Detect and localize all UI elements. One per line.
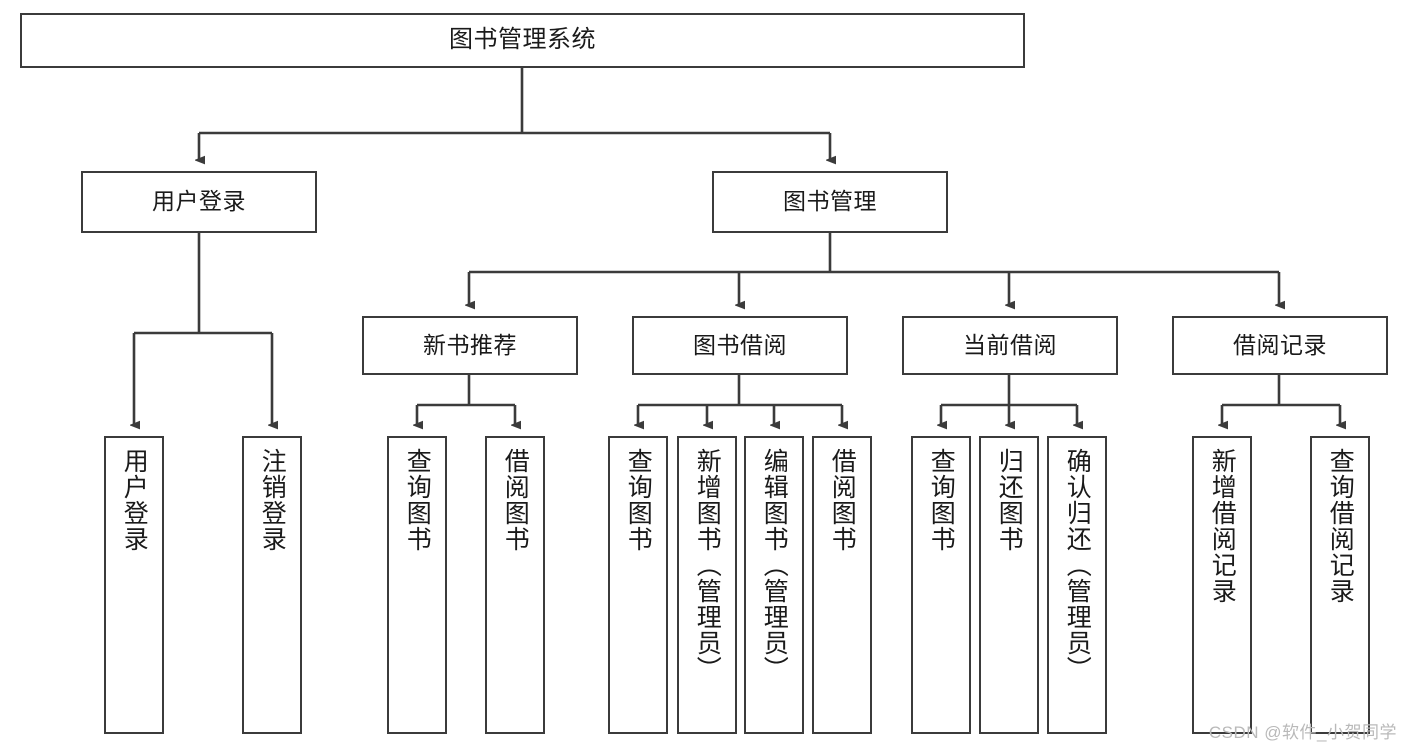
node-label: 用户登录 bbox=[152, 188, 246, 215]
node-leaf-edit-book[interactable]: 编辑图书（管理员） bbox=[744, 436, 804, 734]
node-label: 查询图书 bbox=[403, 448, 432, 552]
node-label: 用户登录 bbox=[120, 448, 149, 552]
node-label: 归还图书 bbox=[995, 448, 1024, 552]
node-label: 新书推荐 bbox=[423, 331, 517, 358]
node-root-system[interactable]: 图书管理系统 bbox=[20, 13, 1025, 68]
node-label: 查询借阅记录 bbox=[1326, 448, 1355, 604]
node-new-book-recommend[interactable]: 新书推荐 bbox=[362, 316, 578, 375]
node-label: 查询图书 bbox=[624, 448, 653, 552]
node-current-borrow[interactable]: 当前借阅 bbox=[902, 316, 1118, 375]
node-borrow-record[interactable]: 借阅记录 bbox=[1172, 316, 1388, 375]
node-leaf-add-book[interactable]: 新增图书（管理员） bbox=[677, 436, 737, 734]
node-leaf-borrow-book-1[interactable]: 借阅图书 bbox=[485, 436, 545, 734]
node-leaf-query-record[interactable]: 查询借阅记录 bbox=[1310, 436, 1370, 734]
watermark: CSDN @软件_小贺同学 bbox=[1208, 723, 1397, 742]
node-book-borrow[interactable]: 图书借阅 bbox=[632, 316, 848, 375]
node-label: 查询图书 bbox=[927, 448, 956, 552]
node-label: 新增图书（管理员） bbox=[693, 448, 722, 682]
node-leaf-add-record[interactable]: 新增借阅记录 bbox=[1192, 436, 1252, 734]
node-label: 借阅图书 bbox=[828, 448, 857, 552]
node-leaf-borrow-book-2[interactable]: 借阅图书 bbox=[812, 436, 872, 734]
node-leaf-query-book-1[interactable]: 查询图书 bbox=[387, 436, 447, 734]
node-leaf-query-book-2[interactable]: 查询图书 bbox=[608, 436, 668, 734]
node-leaf-query-book-3[interactable]: 查询图书 bbox=[911, 436, 971, 734]
node-leaf-return-book[interactable]: 归还图书 bbox=[979, 436, 1039, 734]
node-label: 新增借阅记录 bbox=[1208, 448, 1237, 604]
node-label: 编辑图书（管理员） bbox=[760, 448, 789, 682]
node-leaf-confirm-return[interactable]: 确认归还（管理员） bbox=[1047, 436, 1107, 734]
node-label: 图书管理 bbox=[783, 188, 877, 215]
node-label: 借阅记录 bbox=[1233, 331, 1327, 358]
node-leaf-logout[interactable]: 注销登录 bbox=[242, 436, 302, 734]
node-user-login[interactable]: 用户登录 bbox=[81, 171, 317, 233]
node-label: 当前借阅 bbox=[963, 331, 1057, 358]
node-book-manage[interactable]: 图书管理 bbox=[712, 171, 948, 233]
node-leaf-user-login[interactable]: 用户登录 bbox=[104, 436, 164, 734]
node-label: 图书借阅 bbox=[693, 331, 787, 358]
node-label: 图书管理系统 bbox=[449, 26, 596, 54]
node-label: 注销登录 bbox=[258, 448, 287, 552]
node-label: 确认归还（管理员） bbox=[1063, 448, 1092, 682]
node-label: 借阅图书 bbox=[501, 448, 530, 552]
